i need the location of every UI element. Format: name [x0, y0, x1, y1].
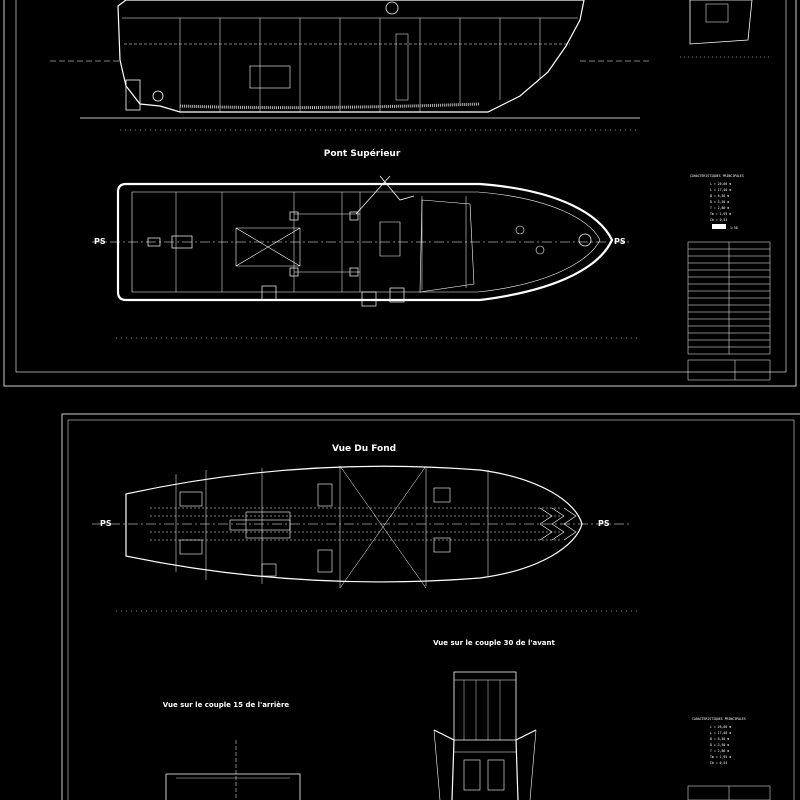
crane-boom	[355, 175, 415, 215]
forward-section-view	[433, 671, 537, 800]
side-profile-view	[50, 0, 650, 131]
specs-title-bottom: CARACTERISTIQUES PRINCIPALES	[692, 717, 746, 721]
bottom-sheet	[61, 413, 800, 800]
winch-icon	[385, 1, 399, 15]
spec-line: Tm = 1,95 m	[710, 755, 731, 759]
bottom-sheet-frame	[61, 413, 800, 800]
spec-line: Cb = 0,54	[710, 761, 727, 765]
ladder	[395, 33, 409, 101]
ps-left-label-bottom: PS	[100, 519, 112, 528]
spec-line: D = 3,50 m	[710, 200, 729, 204]
spec-line: B = 6,50 m	[710, 194, 729, 198]
bottom-view	[92, 465, 630, 589]
bottom-sheet-inner-frame	[67, 419, 795, 800]
top-sheet-inner-frame	[15, 0, 787, 373]
specs-title-top: CARACTERISTIQUES PRINCIPALES	[690, 174, 744, 178]
rudder	[125, 79, 141, 111]
top-sheet-frame	[3, 0, 797, 387]
spec-line: L = 17,40 m	[710, 731, 731, 735]
bottom-view-title: Vue Du Fond	[332, 444, 396, 454]
section-aft-title: Vue sur le couple 15 de l'arrière	[163, 701, 290, 709]
title-block-bottom	[687, 785, 771, 800]
spec-line: T = 2,80 m	[710, 749, 729, 753]
deck-view-title: Pont Supérieur	[324, 148, 401, 159]
spec-line: Tm = 1,95 m	[710, 212, 731, 216]
wheelhouse-outline	[419, 199, 475, 293]
ps-right-label-bottom: PS	[598, 519, 610, 528]
spec-line: B = 6,50 m	[710, 737, 729, 741]
hatch-cover	[235, 227, 301, 267]
spec-line: L = 26,00 m	[710, 725, 731, 729]
engine-footprint	[245, 511, 291, 539]
propeller-icon	[152, 90, 164, 102]
scale-bar	[712, 224, 726, 229]
spec-line: Cb = 0,54	[710, 218, 727, 222]
specs-list-top: L = 26,00 m L = 17,40 m B = 6,50 m D = 3…	[710, 182, 731, 222]
spec-line: D = 3,50 m	[710, 743, 729, 747]
deck-plan-view	[92, 175, 630, 307]
title-block-top	[687, 241, 771, 381]
spec-line: L = 17,40 m	[710, 188, 731, 192]
aft-section-view	[165, 740, 301, 800]
engine-block	[249, 65, 291, 89]
top-sheet	[3, 0, 797, 387]
top-right-section	[689, 0, 753, 45]
spec-line: L = 26,00 m	[710, 182, 731, 186]
spec-line: T = 2,80 m	[710, 206, 729, 210]
ps-left-label-top: PS	[94, 237, 106, 246]
specs-list-bottom: L = 26,00 m L = 17,40 m B = 6,50 m D = 3…	[710, 725, 731, 765]
scale-label: 1:50	[730, 226, 738, 230]
ps-right-label-top: PS	[614, 237, 626, 246]
section-fwd-title: Vue sur le couple 30 de l'avant	[433, 639, 555, 647]
shaft-line	[229, 519, 291, 531]
